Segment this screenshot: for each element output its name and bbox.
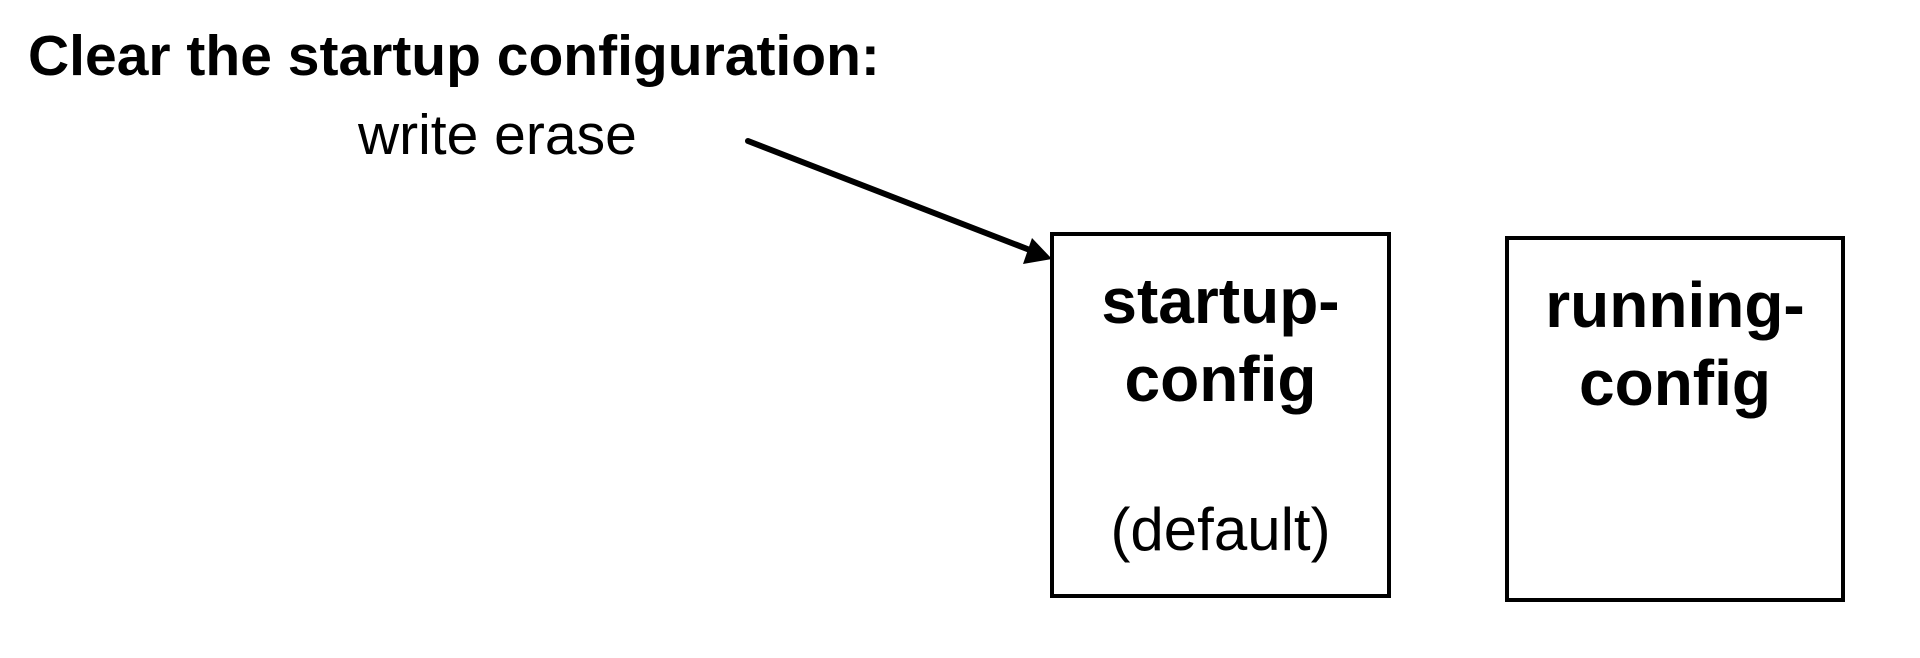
startup-config-title-line1: startup- (1101, 265, 1340, 337)
startup-config-default-label: (default) (1110, 496, 1331, 563)
running-config-box: running- config (1505, 236, 1845, 602)
arrow-shaft (745, 138, 1038, 255)
arrowhead-icon (1023, 238, 1052, 264)
running-config-title: running- config (1509, 266, 1841, 422)
command-text: write erase (358, 103, 637, 167)
running-config-title-line1: running- (1545, 269, 1805, 341)
startup-config-title-line2: config (1124, 343, 1317, 415)
slide-heading: Clear the startup configuration: (28, 24, 880, 88)
startup-config-box: startup- config (default) (1050, 232, 1391, 598)
startup-config-title: startup- config (1054, 262, 1387, 418)
running-config-title-line2: config (1579, 347, 1771, 419)
